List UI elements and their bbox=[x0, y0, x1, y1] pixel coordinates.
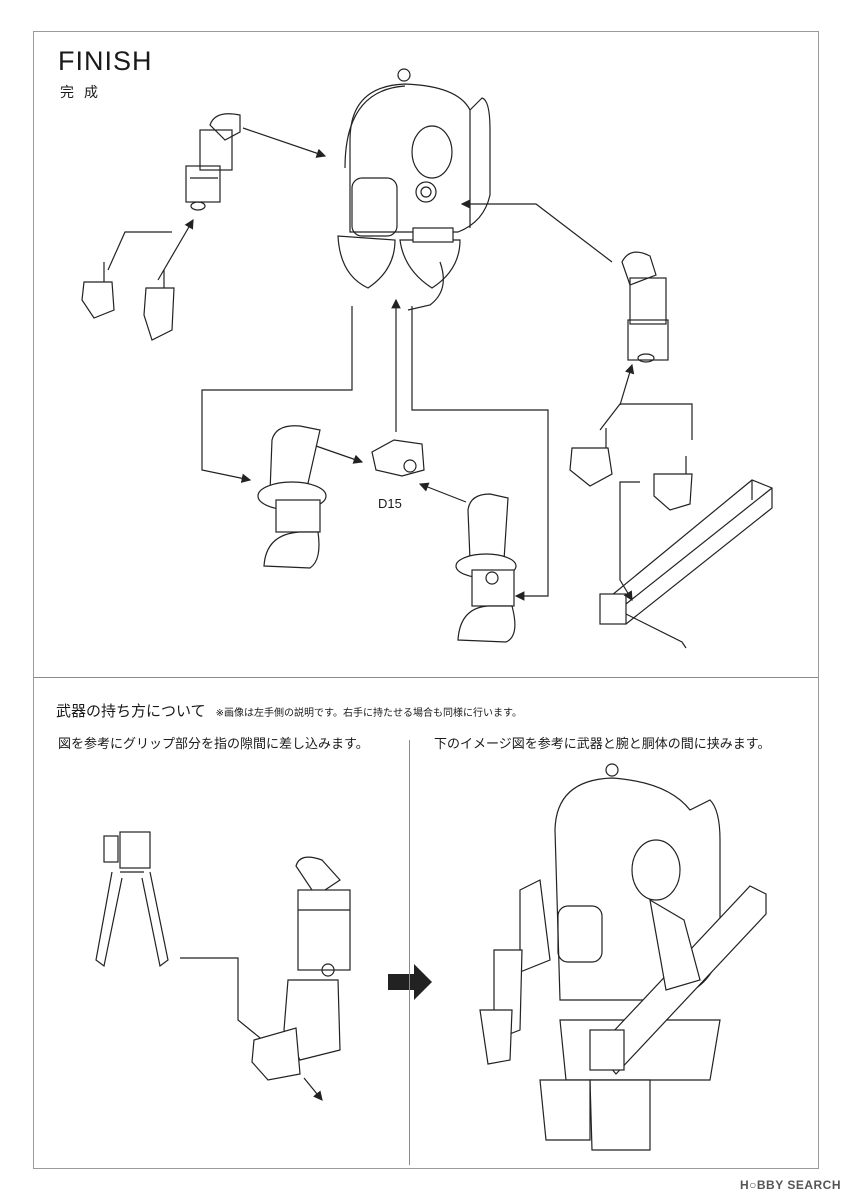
column-divider bbox=[409, 740, 410, 1165]
left-upper-arm-part bbox=[185, 113, 241, 211]
right-instruction: 下のイメージ図を参考に武器と腕と胴体の間に挟みます。 bbox=[434, 737, 771, 752]
weapon-grip-closeup bbox=[95, 831, 169, 968]
d15-hip-part bbox=[371, 439, 425, 477]
weapon-part bbox=[599, 479, 773, 649]
page-title: FINISH bbox=[58, 46, 153, 76]
robot-body bbox=[337, 68, 491, 311]
next-step-arrow bbox=[388, 964, 432, 1000]
finished-robot-with-weapon bbox=[479, 763, 767, 1151]
page-subtitle: 完成 bbox=[60, 85, 108, 101]
part-label-d15: D15 bbox=[378, 496, 402, 511]
weapon-section-heading: 武器の持ち方について ※画像は左手側の説明です。右手に持たせる場合も同様に行います… bbox=[56, 700, 522, 721]
right-leg-part bbox=[455, 493, 517, 643]
instruction-sheet-border bbox=[33, 31, 819, 1169]
right-hand-open bbox=[569, 428, 613, 487]
weapon-note: ※画像は左手側の説明です。右手に持たせる場合も同様に行います。 bbox=[215, 708, 522, 719]
left-arm-closeup bbox=[251, 856, 351, 1081]
left-hand-open bbox=[81, 262, 115, 319]
left-leg-part bbox=[257, 425, 327, 569]
right-upper-arm-part bbox=[621, 251, 669, 363]
watermark-logo: H○BBY SEARCH bbox=[739, 1178, 841, 1192]
left-hand-grip bbox=[143, 270, 175, 341]
weapon-heading-text: 武器の持ち方について bbox=[56, 702, 206, 720]
section-divider bbox=[34, 677, 818, 678]
right-hand-grip bbox=[653, 456, 693, 511]
left-instruction: 図を参考にグリップ部分を指の隙間に差し込みます。 bbox=[58, 737, 369, 752]
